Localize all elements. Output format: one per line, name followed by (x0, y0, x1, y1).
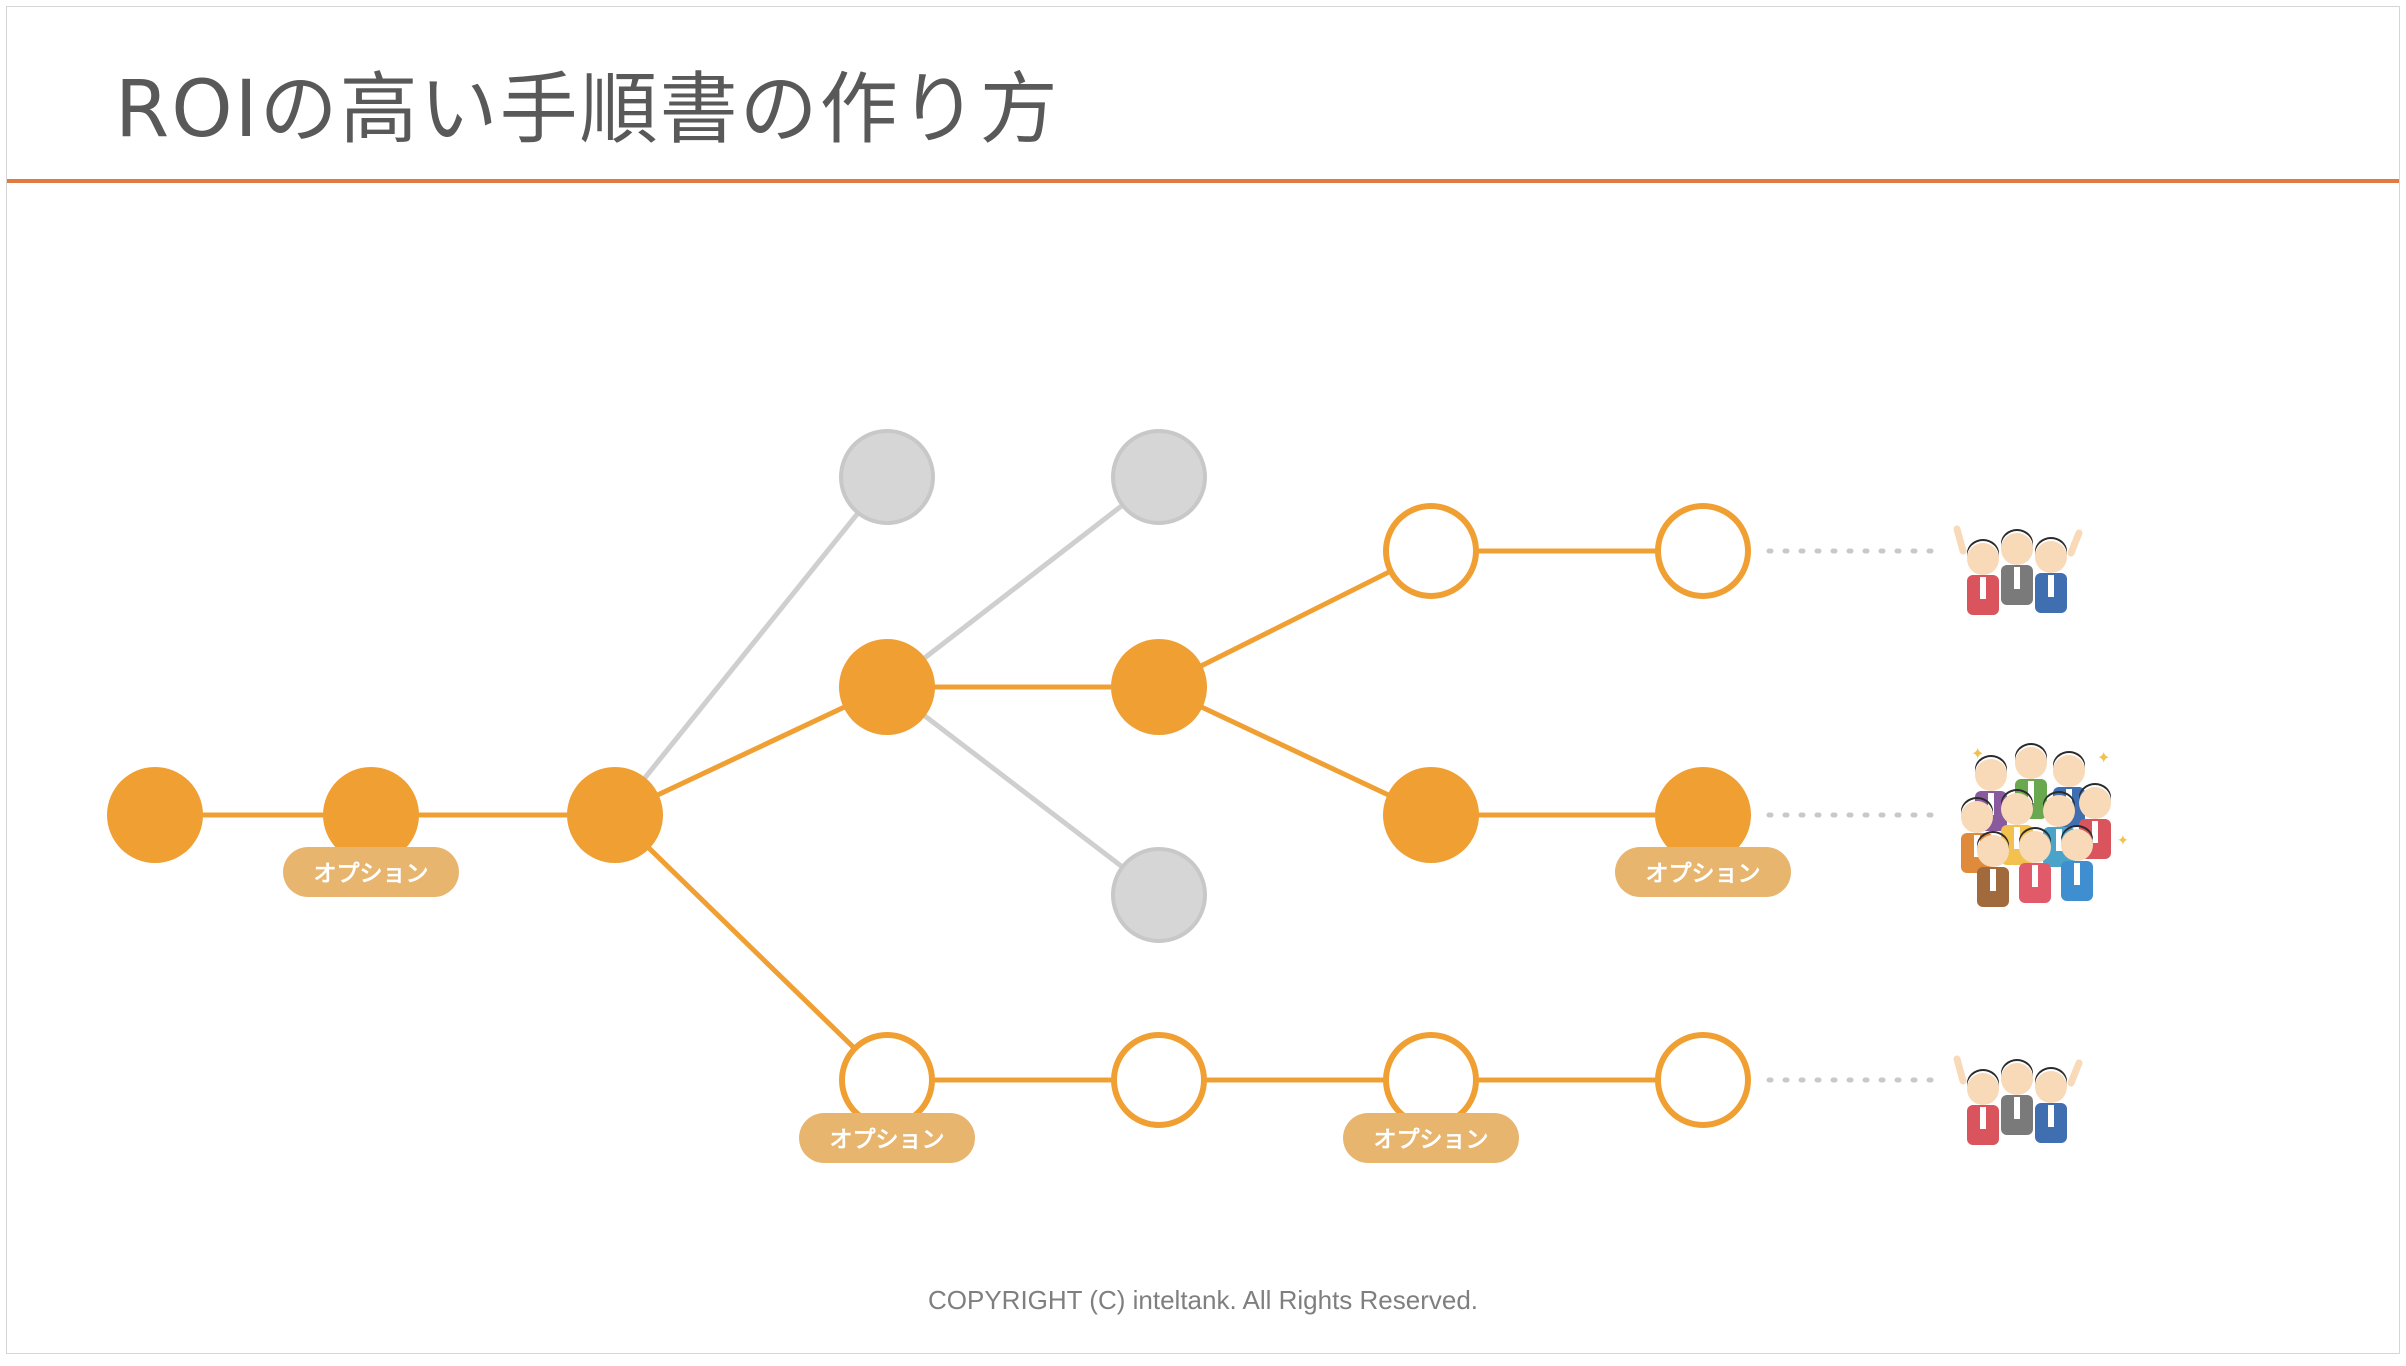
node-hollow (1383, 1032, 1479, 1128)
edge-inactive (612, 474, 890, 818)
node-inactive (1111, 429, 1207, 525)
node-filled (567, 767, 663, 863)
svg-text:✦: ✦ (2117, 833, 2129, 849)
edge (1156, 548, 1434, 690)
node-filled (1111, 639, 1207, 735)
option-pill-label: オプション (1374, 1127, 1489, 1153)
node-filled (107, 767, 203, 863)
node-filled (1383, 767, 1479, 863)
large-crowd-icon: ✦ ✦ ✦ (1961, 743, 2129, 907)
node-hollow (1655, 503, 1751, 599)
edge-inactive (884, 474, 1162, 690)
edge-inactive (884, 684, 1162, 898)
node-hollow (1383, 503, 1479, 599)
option-pill-label: オプション (830, 1127, 945, 1153)
option-pill: オプション (1343, 1113, 1519, 1163)
flow-diagram: オプション オプション オプション オプション (107, 429, 2129, 1163)
node-filled (839, 639, 935, 735)
node-inactive (839, 429, 935, 525)
page-title: ROIの高い手順書の作り方 (115, 65, 1060, 155)
option-pill-label: オプション (314, 861, 429, 887)
small-group-icon (1953, 1055, 2083, 1145)
option-pill-label: オプション (1646, 861, 1761, 887)
node-filled (1655, 767, 1751, 863)
small-group-icon (1953, 525, 2083, 615)
option-pill: オプション (283, 847, 459, 897)
copyright-footer: COPYRIGHT (C) inteltank. All Rights Rese… (927, 1285, 1479, 1315)
option-pill: オプション (799, 1113, 975, 1163)
edge (1156, 684, 1434, 818)
node-hollow (1655, 1032, 1751, 1128)
svg-text:✦: ✦ (1971, 744, 1984, 763)
option-pill: オプション (1615, 847, 1791, 897)
node-hollow (1111, 1032, 1207, 1128)
edge (612, 812, 890, 1083)
edge (612, 684, 890, 818)
svg-text:✦: ✦ (2097, 748, 2110, 767)
title-divider (7, 179, 2399, 183)
node-inactive (1111, 847, 1207, 943)
slide: ROIの高い手順書の作り方 (6, 6, 2400, 1354)
node-hollow (839, 1032, 935, 1128)
nodes (107, 429, 1751, 1128)
node-filled (323, 767, 419, 863)
